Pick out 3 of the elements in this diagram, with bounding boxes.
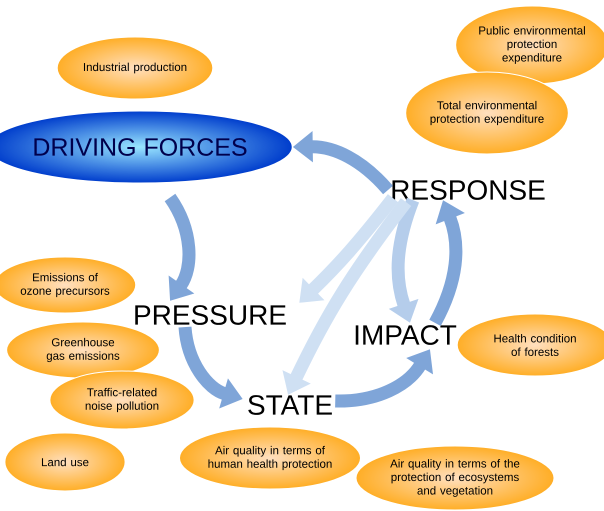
category-label: IMPACT (356, 325, 456, 345)
category-label: STATE (248, 395, 332, 415)
category-label: RESPONSE (392, 180, 545, 200)
